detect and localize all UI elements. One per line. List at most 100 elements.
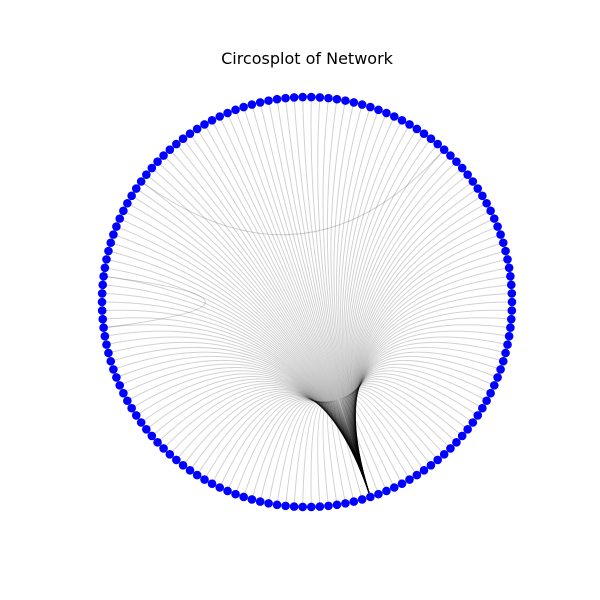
edge-97 (182, 390, 371, 498)
edge-74 (102, 292, 371, 498)
node-118 (349, 497, 359, 506)
edge-131 (351, 383, 457, 498)
network-edges (101, 97, 513, 507)
edge-22 (348, 138, 432, 498)
node-62 (127, 191, 136, 201)
node-85 (115, 381, 125, 390)
node-109 (272, 500, 282, 510)
node-1 (507, 289, 517, 298)
node-55 (165, 145, 175, 154)
node-134 (463, 425, 472, 434)
edge-84 (116, 356, 371, 498)
node-138 (482, 396, 491, 406)
edge-16 (352, 174, 468, 498)
edge-47 (227, 112, 371, 498)
edge-110 (285, 401, 371, 506)
node-8 (496, 230, 505, 239)
edge-125 (346, 393, 418, 498)
edge-137 (353, 367, 487, 498)
edge-39 (293, 97, 371, 498)
edge-51 (196, 128, 371, 498)
node-35 (324, 93, 333, 103)
node-74 (97, 289, 107, 298)
edge-102 (219, 396, 371, 498)
node-12 (482, 198, 491, 208)
node-129 (433, 455, 442, 465)
node-82 (106, 356, 116, 366)
edge-75 (101, 301, 371, 498)
edge-28 (341, 112, 387, 498)
node-65 (115, 214, 125, 223)
edge-53 (182, 138, 371, 498)
edge-121 (341, 397, 387, 498)
edge-13 (353, 195, 483, 498)
edge-128 (349, 388, 439, 498)
node-25 (405, 120, 414, 129)
edge-14 (352, 188, 479, 498)
node-32 (349, 98, 359, 107)
edge-107 (259, 400, 371, 502)
edge-115 (322, 401, 371, 506)
edge-124 (345, 394, 410, 498)
node-4 (504, 263, 514, 273)
node-115 (324, 501, 333, 511)
node-17 (457, 163, 467, 173)
node-111 (289, 502, 299, 511)
edge-139 (353, 359, 495, 498)
edge-136 (353, 370, 483, 498)
edge-99 (196, 393, 371, 498)
node-83 (109, 365, 118, 374)
edge-2 (355, 284, 512, 498)
edge-106 (251, 399, 371, 500)
edge-111 (293, 401, 371, 507)
node-34 (332, 94, 342, 104)
edge-33 (330, 100, 371, 498)
edge-23 (347, 133, 425, 498)
edge-144 (354, 336, 508, 498)
edge-1 (355, 292, 512, 498)
edge-95 (169, 387, 371, 498)
node-133 (457, 431, 467, 441)
node-107 (255, 497, 265, 506)
node-46 (231, 105, 240, 115)
edge-91 (146, 378, 371, 498)
node-96 (172, 455, 181, 465)
edge-87 (127, 367, 371, 498)
node-119 (357, 495, 367, 504)
edge-134 (352, 375, 474, 498)
node-71 (100, 263, 110, 273)
edge-27 (343, 116, 395, 498)
edge-109 (276, 400, 371, 505)
node-18 (452, 157, 461, 166)
edge-146 (354, 324, 511, 498)
edge-126 (347, 391, 425, 498)
edge-41 (276, 99, 371, 498)
edge-20 (349, 149, 445, 498)
edge-73 (102, 284, 371, 498)
edge-46 (235, 109, 371, 498)
node-106 (247, 495, 257, 504)
network-nodes (97, 92, 517, 512)
node-142 (496, 365, 505, 374)
node-114 (315, 502, 325, 511)
node-92 (147, 431, 157, 441)
edge-140 (354, 355, 498, 498)
edge-88 (131, 370, 371, 498)
edge-63 (127, 202, 371, 498)
edge-52 (189, 133, 371, 498)
plot-title: Circosplot of Network (221, 49, 394, 68)
node-67 (109, 230, 118, 239)
edge-80 (106, 336, 371, 498)
node-108 (264, 499, 273, 508)
node-72 (99, 272, 108, 281)
edge-132 (351, 381, 463, 498)
edge-86 (123, 363, 371, 498)
node-89 (131, 411, 141, 420)
node-40 (281, 93, 290, 103)
node-147 (506, 323, 515, 332)
node-113 (306, 502, 316, 512)
edge-116 (326, 401, 371, 505)
node-68 (106, 238, 116, 248)
edge-78 (103, 324, 371, 498)
node-110 (281, 501, 290, 511)
